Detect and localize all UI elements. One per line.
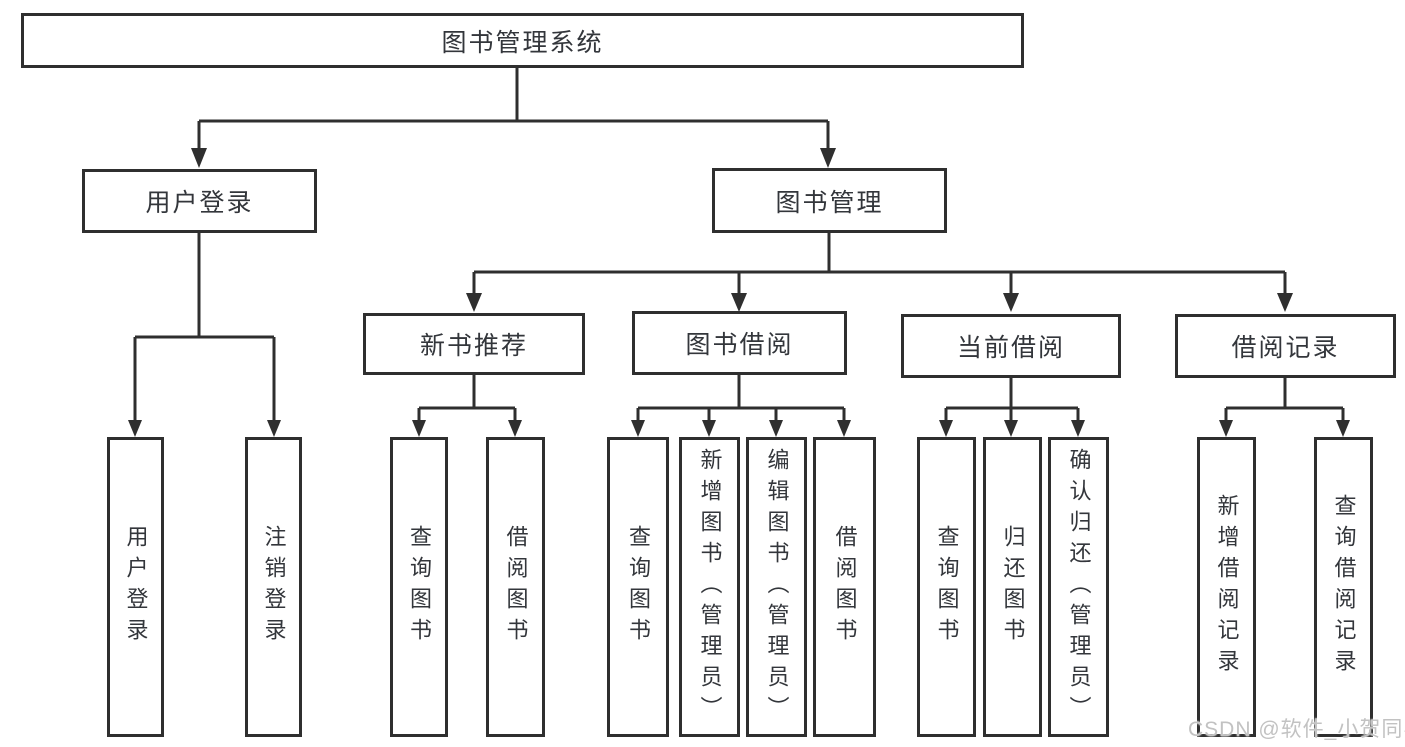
leaf-add-borrow-record: 新增借阅记录 [1197, 437, 1256, 737]
node-label-borrowing-records: 借阅记录 [1231, 334, 1340, 362]
leaf-query-books-current: 查询图书 [917, 437, 976, 737]
leaf-label-return-books: 归还图书 [1000, 525, 1026, 649]
leaf-borrow-books-recommend: 借阅图书 [486, 437, 545, 737]
node-library-management-system: 图书管理系统 [21, 13, 1024, 68]
node-book-borrowing: 图书借阅 [632, 311, 847, 375]
leaf-label-edit-books-admin: 编辑图书（管理员） [764, 447, 790, 727]
leaf-label-user-login: 用户登录 [123, 525, 149, 649]
node-label-root: 图书管理系统 [441, 28, 604, 57]
node-label-book-borrowing: 图书借阅 [685, 331, 794, 359]
leaf-label-query-borrow-record: 查询借阅记录 [1331, 494, 1357, 680]
node-new-book-recommendation: 新书推荐 [363, 313, 585, 375]
leaf-borrow-books: 借阅图书 [813, 437, 876, 737]
leaf-query-books-borrowing: 查询图书 [607, 437, 669, 737]
node-borrowing-records: 借阅记录 [1175, 314, 1396, 378]
leaf-label-borrow-books-recommend: 借阅图书 [503, 525, 529, 649]
leaf-label-query-books-current: 查询图书 [934, 525, 960, 649]
leaf-label-logout: 注销登录 [261, 525, 287, 649]
leaf-query-borrow-record: 查询借阅记录 [1314, 437, 1373, 737]
node-label-new-book-recommendation: 新书推荐 [419, 332, 528, 360]
leaf-return-books: 归还图书 [983, 437, 1042, 737]
node-user-login-group: 用户登录 [82, 169, 317, 233]
node-label-user-login-group: 用户登录 [145, 189, 254, 217]
leaf-label-query-books-recommend: 查询图书 [407, 525, 432, 649]
leaf-confirm-return-admin: 确认归还（管理员） [1048, 437, 1109, 737]
leaf-label-add-borrow-record: 新增借阅记录 [1214, 494, 1240, 680]
node-book-management: 图书管理 [712, 168, 947, 233]
leaf-edit-books-admin: 编辑图书（管理员） [746, 437, 807, 737]
leaf-label-confirm-return-admin: 确认归还（管理员） [1066, 447, 1092, 727]
leaf-label-add-books-admin: 新增图书（管理员） [697, 447, 723, 727]
leaf-label-borrow-books: 借阅图书 [832, 525, 858, 649]
node-label-current-borrowing: 当前借阅 [956, 334, 1065, 362]
node-label-book-management: 图书管理 [775, 188, 884, 217]
node-current-borrowing: 当前借阅 [901, 314, 1121, 378]
leaf-query-books-recommend: 查询图书 [390, 437, 448, 737]
leaf-add-books-admin: 新增图书（管理员） [679, 437, 740, 737]
leaf-logout: 注销登录 [245, 437, 302, 737]
csdn-watermark: CSDN @软件_小贺同学 [1188, 718, 1405, 741]
leaf-user-login: 用户登录 [107, 437, 164, 737]
leaf-label-query-books-borrowing: 查询图书 [626, 525, 651, 649]
